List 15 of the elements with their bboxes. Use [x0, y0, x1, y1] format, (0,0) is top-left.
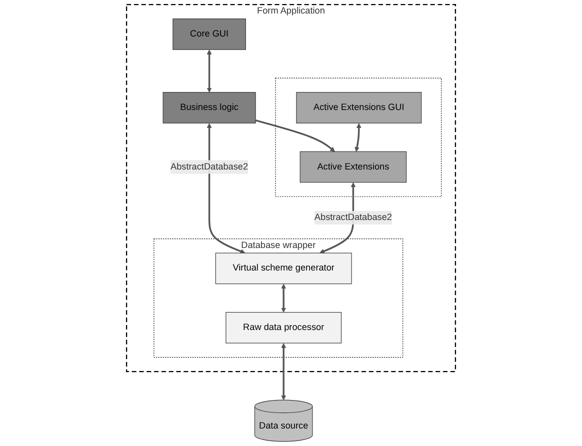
arrow: [206, 50, 212, 93]
arrow: [354, 123, 362, 152]
node-box: Raw data processor: [226, 312, 342, 344]
arrow: [255, 120, 335, 152]
node-box: Active Extensions GUI: [296, 92, 422, 124]
node-box: Active Extensions: [300, 151, 407, 183]
edge-label: AbstractDatabase2: [170, 162, 248, 172]
arrow: [281, 343, 286, 400]
cluster: [275, 78, 442, 197]
arrow: [206, 123, 246, 254]
edge-label: AbstractDatabase2: [314, 212, 392, 222]
node-box: Core GUI: [172, 18, 246, 50]
node-box: Virtual scheme generator: [215, 252, 352, 284]
arrow: [281, 284, 286, 313]
node-box: Business logic: [162, 92, 256, 124]
